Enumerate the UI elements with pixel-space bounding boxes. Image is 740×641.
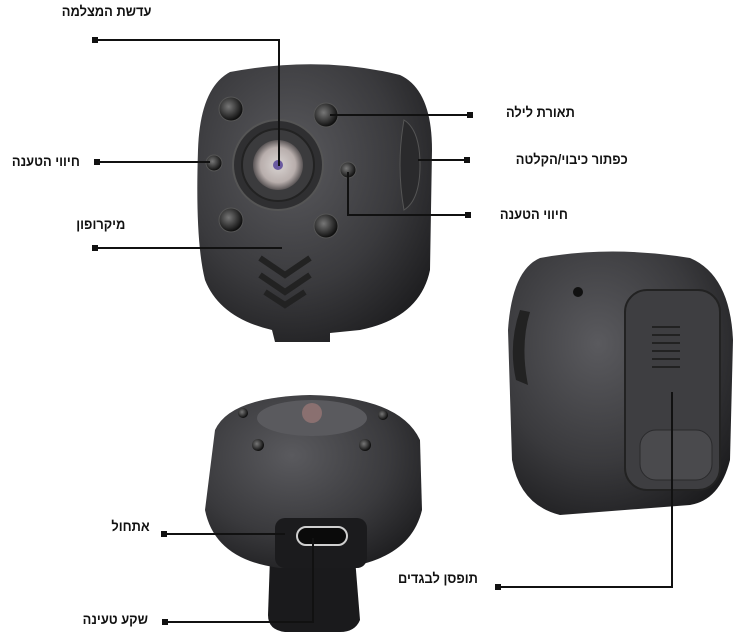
label-charging-indicator-left: חיווי הטענה — [12, 153, 80, 169]
label-reset: אתחול — [111, 518, 150, 534]
label-microphone: מיקרופון — [75, 216, 125, 232]
power-button — [399, 119, 421, 211]
leader-lines — [95, 39, 673, 623]
label-charging-port: שקע טעינה — [82, 611, 148, 627]
label-camera-lens: עדשת המצלמה — [62, 3, 152, 19]
leader-endpoints — [92, 37, 501, 625]
label-night-vision: תאורת לילה — [506, 104, 575, 120]
camera-front-view — [197, 64, 432, 343]
camera-back-view — [508, 251, 733, 515]
label-clothing-clip: תופסן לבגדים — [398, 570, 478, 586]
usb-c-port — [296, 526, 348, 546]
label-charging-indicator-right: חיווי הטענה — [500, 206, 568, 222]
label-power-record-button: כפתור כיבוי/הקלטה — [515, 151, 628, 167]
